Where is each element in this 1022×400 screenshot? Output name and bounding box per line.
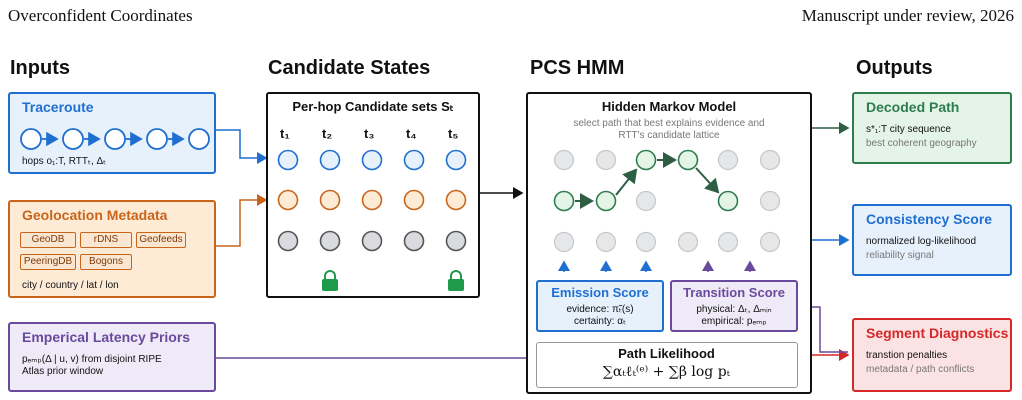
- candidate-sets-box: Per-hop Candidate sets Sₜ t₁ t₂ t₃ t₄ t₅: [266, 92, 480, 298]
- diagnostics-line1: transtion penalties: [866, 350, 948, 361]
- tag-bogons: Bogons: [80, 254, 132, 270]
- hmm-column-title: PCS HMM: [530, 57, 625, 79]
- outputs-column-title: Outputs: [856, 57, 933, 79]
- hmm-title: Hidden Markov Model: [601, 99, 737, 114]
- geo-to-candidates-arrow: [216, 194, 268, 247]
- tag-geodb: GeoDB: [20, 232, 76, 248]
- priors-title: Emperical Latency Priors: [22, 329, 191, 345]
- candidate-sets-title: Per-hop Candidate sets Sₜ: [292, 99, 454, 114]
- step-t4: t₄: [406, 126, 417, 141]
- consistency-title: Consistency Score: [866, 211, 993, 227]
- latency-priors-box: Emperical Latency Priors pₑₘₚ(Δ | u, v) …: [8, 322, 216, 392]
- hmm-box: Hidden Markov Model select path that bes…: [526, 92, 812, 394]
- emission-line2: certainty: αₜ: [573, 316, 627, 327]
- running-header-left: Overconfident Coordinates: [8, 6, 193, 25]
- tag-rdns: rDNS: [80, 232, 132, 248]
- inputs-column-title: Inputs: [10, 57, 70, 79]
- decoded-path-box: Decoded Path s*₁:T city sequence best co…: [852, 92, 1012, 164]
- candidates-column-title: Candidate States: [268, 57, 431, 79]
- likelihood-formula: ∑αₜℓₜ⁽ᵉ⁾ + ∑β log pₜ: [602, 364, 731, 380]
- lock-icon-left: [322, 270, 338, 291]
- hmm-subtitle-line2: RTT's candidate lattice: [618, 130, 720, 141]
- diagnostics-line2: metadata / path conflicts: [866, 364, 975, 375]
- traceroute-title: Traceroute: [22, 99, 94, 115]
- transition-line2: empirical: pₑₘₚ: [701, 316, 767, 327]
- emission-title: Emission Score: [551, 285, 649, 300]
- priors-line2: Atlas prior window: [22, 366, 104, 377]
- running-header-right: Manuscript under review, 2026: [801, 6, 1014, 25]
- transition-arrows: [702, 260, 756, 272]
- decoded-states: [553, 149, 739, 212]
- geolocation-caption: city / country / lat / lon: [22, 280, 119, 291]
- likelihood-title: Path Likelihood: [618, 346, 715, 361]
- hmm-subtitle-line1: select path that best explains evidence …: [573, 118, 765, 129]
- transition-title: Transition Score: [683, 285, 785, 300]
- step-t5: t₅: [448, 126, 459, 141]
- consistency-line2: reliability signal: [866, 250, 934, 261]
- path-likelihood-box: Path Likelihood ∑αₜℓₜ⁽ᵉ⁾ + ∑β log pₜ: [536, 342, 798, 388]
- traceroute-caption: hops o₁:T, RTTₜ, Δₜ: [22, 156, 107, 167]
- step-t1: t₁: [280, 126, 290, 141]
- blue-candidate-row: [277, 149, 467, 171]
- tag-peeringdb: PeeringDB: [20, 254, 76, 270]
- inactive-states: [553, 149, 781, 253]
- traceroute-box: Traceroute hops o₁:T, RTTₜ, Δₜ: [8, 92, 216, 174]
- diagnostics-title: Segment Diagnostics: [866, 325, 1009, 341]
- step-t3: t₃: [364, 126, 375, 141]
- tag-geofeeds: Geofeeds: [136, 232, 186, 248]
- decoded-title: Decoded Path: [866, 99, 960, 115]
- decoded-line1: s*₁:T city sequence: [866, 124, 951, 135]
- transition-score-box: Transition Score physical: Δₜ, Δₘᵢₙ empi…: [670, 280, 798, 332]
- hop-chain-icon: [20, 128, 210, 150]
- segment-diagnostics-box: Segment Diagnostics transtion penalties …: [852, 318, 1012, 392]
- emission-arrows: [558, 260, 652, 272]
- priors-line1: pₑₘₚ(Δ | u, v) from disjoint RIPE: [22, 354, 162, 365]
- step-t2: t₂: [322, 126, 333, 141]
- gray-candidate-row: [277, 230, 467, 252]
- consistency-line1: normalized log-likelihood: [866, 236, 977, 247]
- emission-score-box: Emission Score evidence: π̃ₜ(s) certaint…: [536, 280, 664, 332]
- decoded-line2: best coherent geography: [866, 138, 977, 149]
- geolocation-metadata-box: Geolocation Metadata GeoDB rDNS Geofeeds…: [8, 200, 216, 298]
- lock-icon-right: [448, 270, 464, 291]
- orange-candidate-row: [277, 189, 467, 211]
- emission-line1: evidence: π̃ₜ(s): [566, 304, 634, 315]
- viterbi-path: [575, 152, 720, 209]
- geolocation-title: Geolocation Metadata: [22, 207, 168, 223]
- candidate-grid: [277, 149, 467, 291]
- transition-line1: physical: Δₜ, Δₘᵢₙ: [696, 304, 772, 315]
- consistency-score-box: Consistency Score normalized log-likelih…: [852, 204, 1012, 276]
- hmm-lattice: [553, 149, 781, 272]
- traceroute-to-candidates-arrow: [216, 129, 268, 164]
